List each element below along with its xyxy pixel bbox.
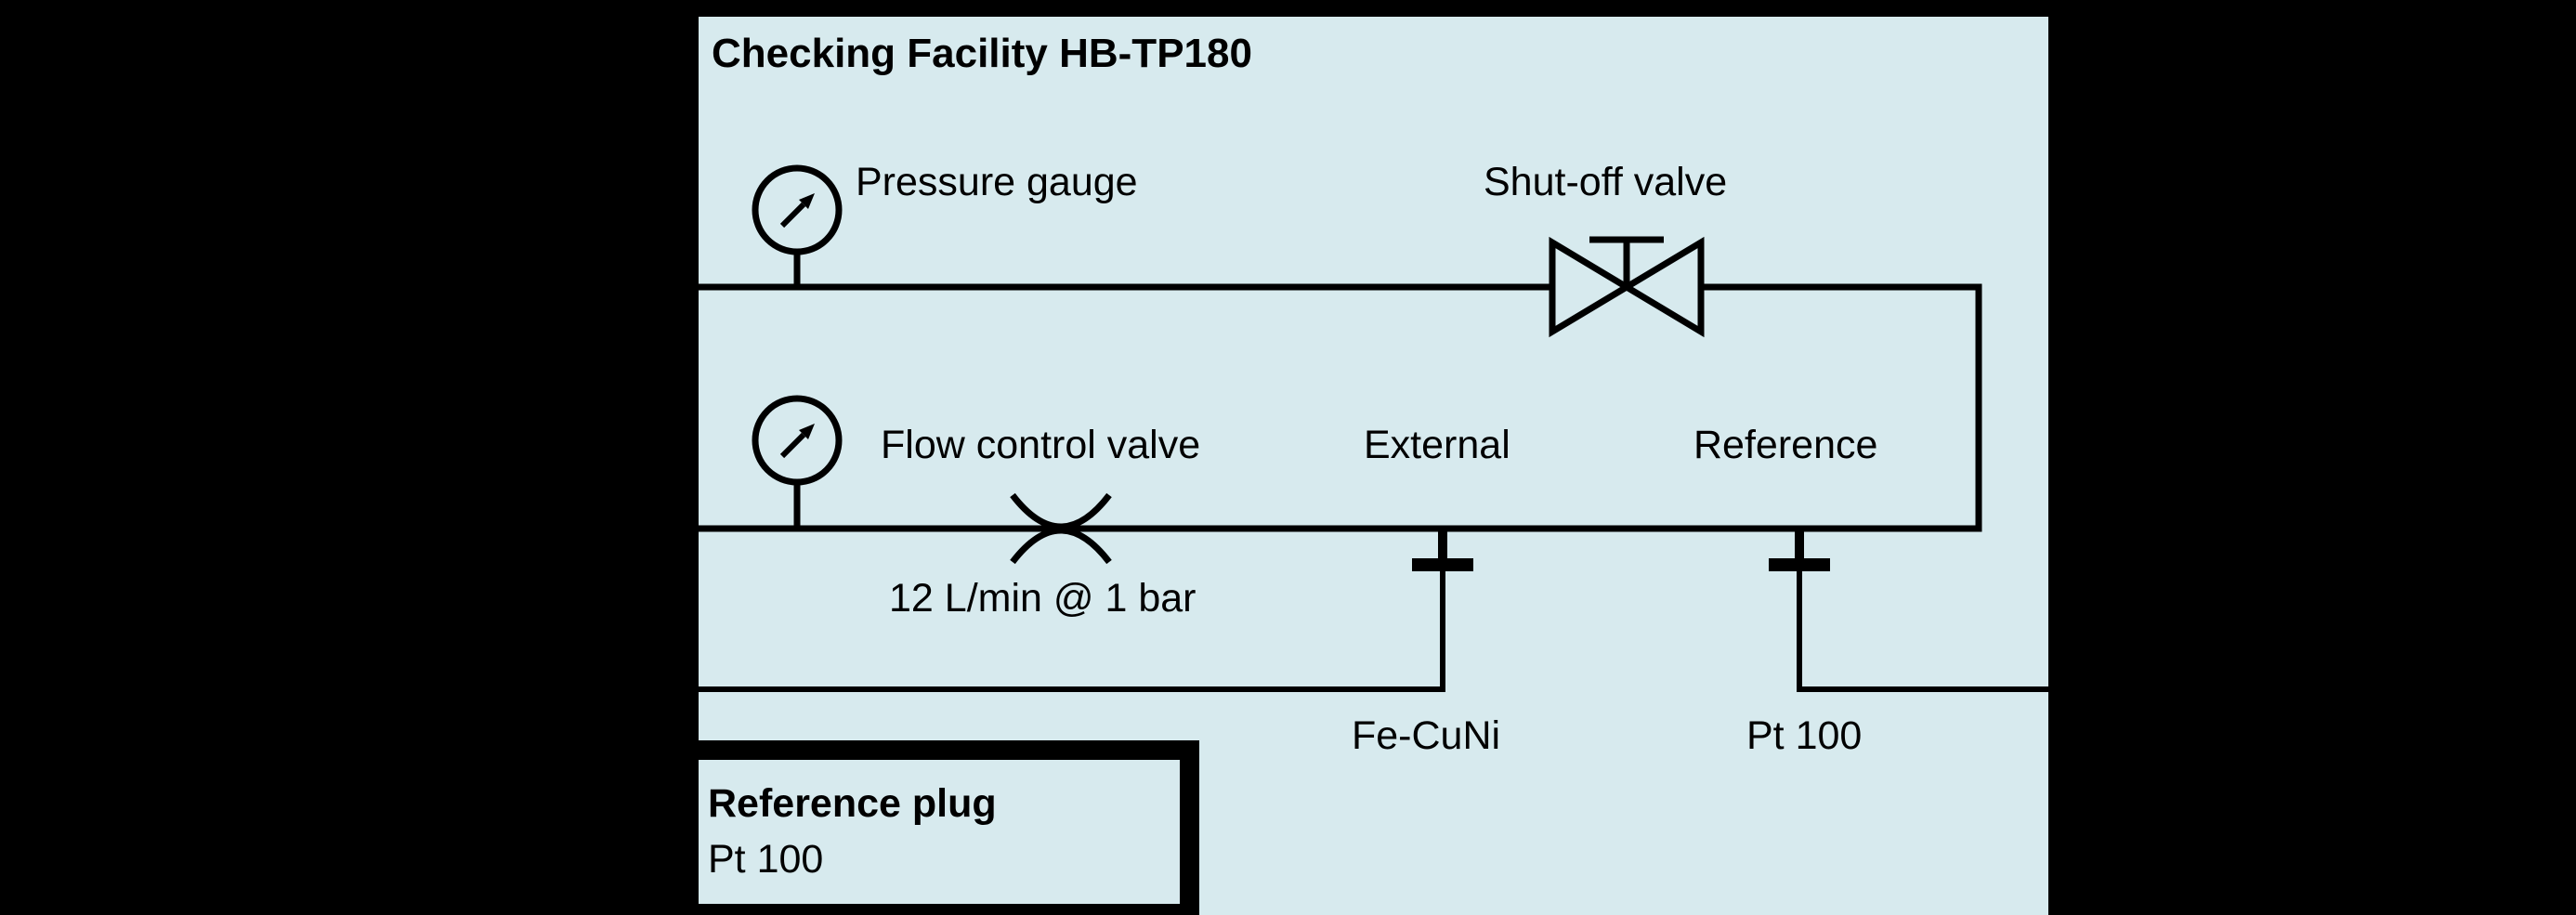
flow-control-valve-label: Flow control valve: [881, 423, 1201, 467]
reference-plug-sensor-label: Pt 100: [708, 837, 824, 882]
reference-plug-title: Reference plug: [708, 781, 997, 826]
shutoff-valve-label: Shut-off valve: [1484, 160, 1728, 204]
pressure-gauge-label: Pressure gauge: [856, 160, 1138, 204]
reference-port-label: Reference: [1693, 423, 1878, 467]
external-port-label: External: [1364, 423, 1510, 467]
panel-title: Checking Facility HB-TP180: [712, 31, 1252, 76]
flow-rate-label: 12 L/min @ 1 bar: [889, 576, 1196, 621]
external-sensor-type-label: Fe-CuNi: [1352, 713, 1501, 758]
reference-sensor-type-label: Pt 100: [1746, 713, 1863, 758]
